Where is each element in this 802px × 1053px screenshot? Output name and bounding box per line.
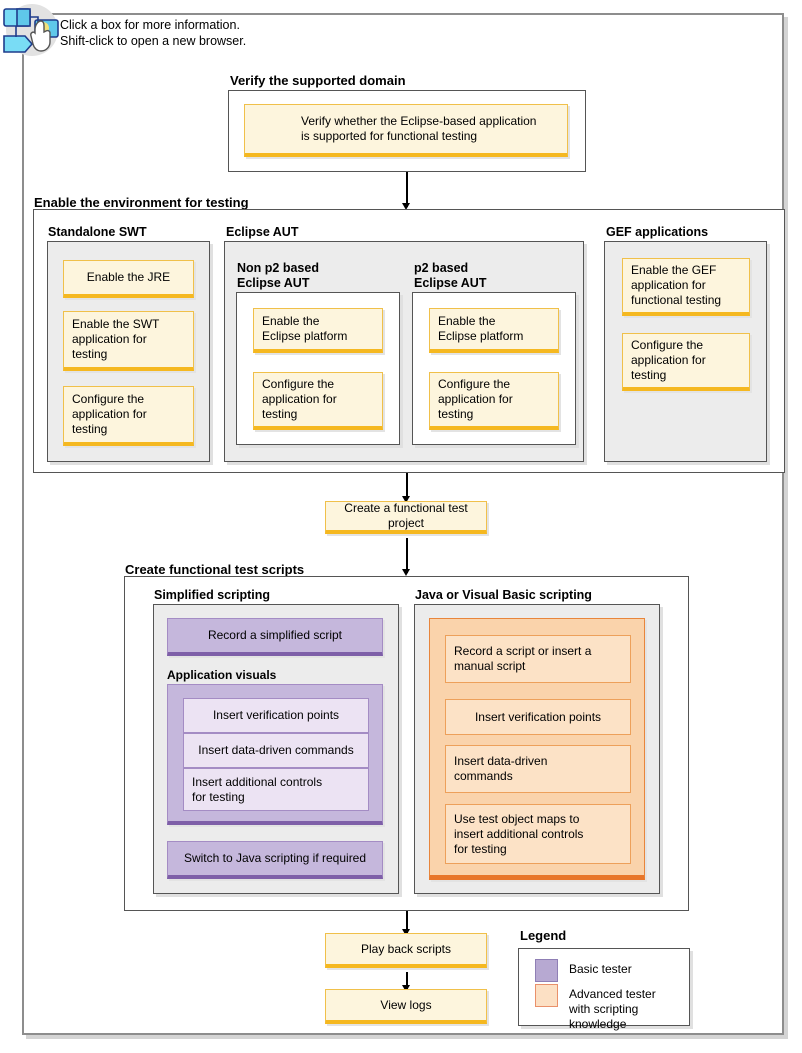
- legend-item-advanced-tester: Advanced tester with scripting knowledge: [535, 984, 656, 1032]
- arrowhead-playback: [402, 929, 410, 936]
- node-sv-insert-data-driven[interactable]: Insert data-driven commands: [183, 733, 369, 768]
- subsection-title-eclipse-aut: Eclipse AUT: [226, 225, 299, 239]
- label-application-visuals: Application visuals: [167, 668, 277, 682]
- subsection-title-gef: GEF applications: [606, 225, 709, 239]
- subsection-title-non-p2: Non p2 based Eclipse AUT: [237, 261, 319, 290]
- node-configure-swt-app[interactable]: Configure the application for testing: [63, 386, 194, 446]
- arrowhead-enable: [402, 203, 410, 210]
- arrowhead-viewlogs: [402, 985, 410, 992]
- subsection-title-p2: p2 based Eclipse AUT: [414, 261, 487, 290]
- legend-swatch-basic-tester: [535, 959, 558, 982]
- node-jvb-record-or-insert-script[interactable]: Record a script or insert a manual scrip…: [445, 635, 631, 683]
- subsection-title-simplified-scripting: Simplified scripting: [154, 588, 270, 602]
- legend-title: Legend: [520, 928, 567, 943]
- connector-verify-to-enable: [406, 172, 408, 207]
- connector-project-to-scripts: [406, 538, 408, 573]
- node-enable-jre[interactable]: Enable the JRE: [63, 260, 194, 298]
- legend-swatch-advanced-tester: [535, 984, 558, 1007]
- node-jvb-use-test-object-maps[interactable]: Use test object maps to insert additiona…: [445, 804, 631, 864]
- connector-enable-to-project: [406, 473, 408, 499]
- node-non-p2-configure-app[interactable]: Configure the application for testing: [253, 372, 383, 430]
- connector-scripts-to-playback: [406, 911, 408, 933]
- legend-label-basic-tester: Basic tester: [569, 962, 632, 976]
- subsection-title-standalone-swt: Standalone SWT: [48, 225, 147, 239]
- legend-item-basic-tester: Basic tester: [535, 959, 632, 982]
- connector-playback-to-viewlogs: [406, 972, 408, 989]
- node-play-back-scripts[interactable]: Play back scripts: [325, 933, 487, 968]
- legend-label-advanced-tester: Advanced tester with scripting knowledge: [569, 987, 656, 1031]
- node-enable-swt-app[interactable]: Enable the SWT application for testing: [63, 311, 194, 371]
- header-hint: Click a box for more information. Shift-…: [0, 0, 330, 62]
- node-gef-configure-app[interactable]: Configure the application for testing: [622, 333, 750, 391]
- node-sv-insert-verification-points[interactable]: Insert verification points: [183, 698, 369, 733]
- node-jvb-insert-verification-points[interactable]: Insert verification points: [445, 699, 631, 735]
- hint-text: Click a box for more information. Shift-…: [60, 18, 247, 48]
- node-jvb-insert-data-driven[interactable]: Insert data-driven commands: [445, 745, 631, 793]
- section-title-verify: Verify the supported domain: [230, 73, 406, 88]
- node-view-logs[interactable]: View logs: [325, 989, 487, 1024]
- subsection-title-java-vb-scripting: Java or Visual Basic scripting: [415, 588, 592, 602]
- node-p2-configure-app[interactable]: Configure the application for testing: [429, 372, 559, 430]
- node-gef-enable-app[interactable]: Enable the GEF application for functiona…: [622, 258, 750, 316]
- arrowhead-create-project: [402, 496, 410, 503]
- section-title-enable-env: Enable the environment for testing: [34, 195, 249, 210]
- node-verify-supported[interactable]: Verify whether the Eclipse-based applica…: [244, 104, 568, 157]
- arrowhead-create-scripts: [402, 569, 410, 576]
- node-p2-enable-platform[interactable]: Enable the Eclipse platform: [429, 308, 559, 353]
- node-create-test-project[interactable]: Create a functional test project: [325, 501, 487, 534]
- flowchart-pointer-icon: [2, 2, 62, 62]
- node-non-p2-enable-platform[interactable]: Enable the Eclipse platform: [253, 308, 383, 353]
- node-switch-to-java-scripting[interactable]: Switch to Java scripting if required: [167, 841, 383, 879]
- section-title-create-scripts: Create functional test scripts: [125, 562, 305, 577]
- node-sv-insert-additional-controls[interactable]: Insert additional controls for testing: [183, 768, 369, 811]
- node-record-simplified-script[interactable]: Record a simplified script: [167, 618, 383, 656]
